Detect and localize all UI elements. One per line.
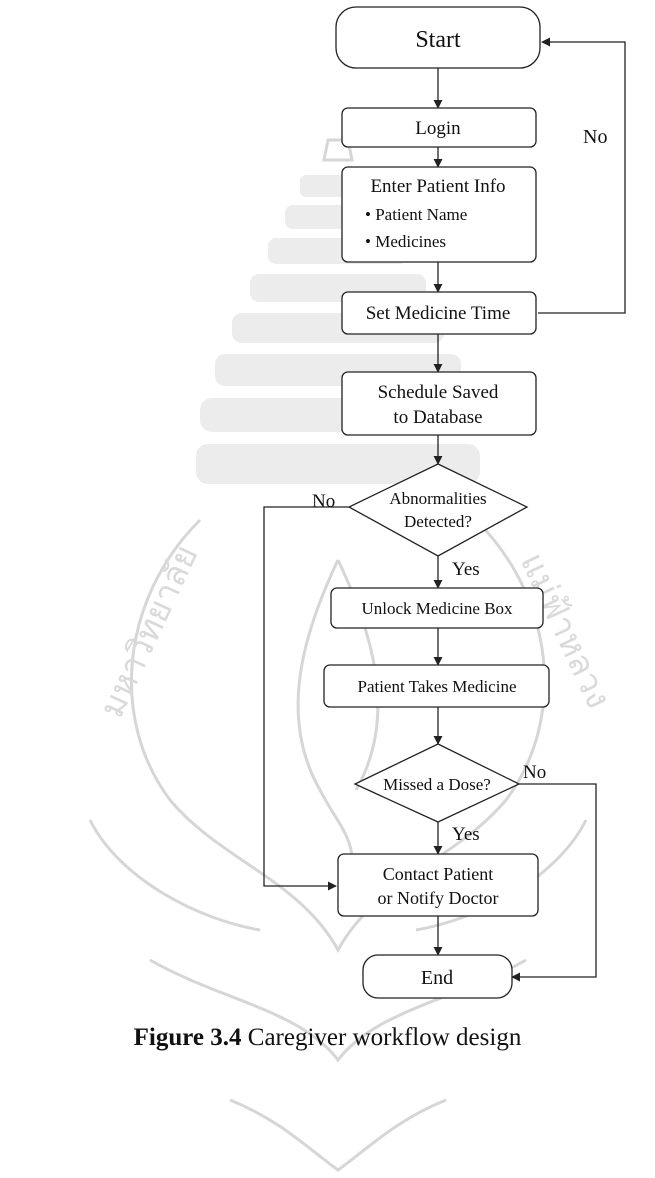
label-missed-yes: Yes [452, 824, 480, 845]
flow-edges [263, 37, 626, 982]
node-patient-takes-medicine: Patient Takes Medicine [323, 664, 550, 708]
node-login: Login [341, 107, 537, 148]
node-enter-info-item-patient-name: • Patient Name [365, 205, 467, 224]
node-enter-patient-info: Enter Patient Info • Patient Name • Medi… [341, 166, 537, 263]
node-abnormal-line-2: Detected? [404, 512, 472, 531]
label-abnormal-yes: Yes [452, 559, 480, 580]
svg-text:มหาวิทยาลัย: มหาวิทยาลัย [92, 539, 207, 724]
node-contact-line-2: or Notify Doctor [378, 888, 499, 908]
node-end: End [362, 954, 513, 999]
node-enter-info-title: Enter Patient Info [370, 176, 505, 197]
node-start: Start [335, 6, 541, 69]
node-missed-label: Missed a Dose? [383, 775, 491, 794]
figure-caption-text: Caregiver workflow design [241, 1024, 522, 1051]
figure-caption: Figure 3.4 Caregiver workflow design [0, 1024, 655, 1052]
node-set-medicine-time: Set Medicine Time [341, 291, 537, 335]
edge-abnormal-no-to-contact [263, 506, 349, 891]
node-start-label: Start [415, 27, 461, 53]
node-takes-label: Patient Takes Medicine [357, 677, 516, 696]
label-missed-no: No [523, 762, 546, 783]
edge-loop-settime-to-start [538, 37, 626, 314]
node-enter-info-item-medicines: • Medicines [365, 232, 446, 251]
node-missed-dose-decision: Missed a Dose? [353, 743, 521, 823]
node-contact-line-1: Contact Patient [383, 864, 493, 884]
node-set-time-label: Set Medicine Time [366, 303, 511, 324]
node-unlock-label: Unlock Medicine Box [361, 599, 513, 618]
node-schedule-saved: Schedule Saved to Database [341, 371, 537, 436]
label-abnormal-no: No [312, 491, 335, 512]
node-contact-patient: Contact Patient or Notify Doctor [337, 853, 539, 917]
node-abnormal-line-1: Abnormalities [389, 489, 486, 508]
node-schedule-line-2: to Database [393, 407, 482, 428]
node-schedule-line-1: Schedule Saved [378, 382, 499, 403]
label-loop-no: No [583, 126, 607, 148]
node-abnormalities-decision: Abnormalities Detected? [347, 463, 529, 557]
node-unlock-medicine-box: Unlock Medicine Box [330, 587, 544, 629]
node-login-label: Login [415, 118, 461, 139]
edge-missed-no-to-end [511, 783, 597, 982]
edge-labels: No No Yes No Yes [312, 126, 607, 845]
node-end-label: End [421, 967, 453, 989]
figure-caption-number: Figure 3.4 [133, 1024, 242, 1051]
